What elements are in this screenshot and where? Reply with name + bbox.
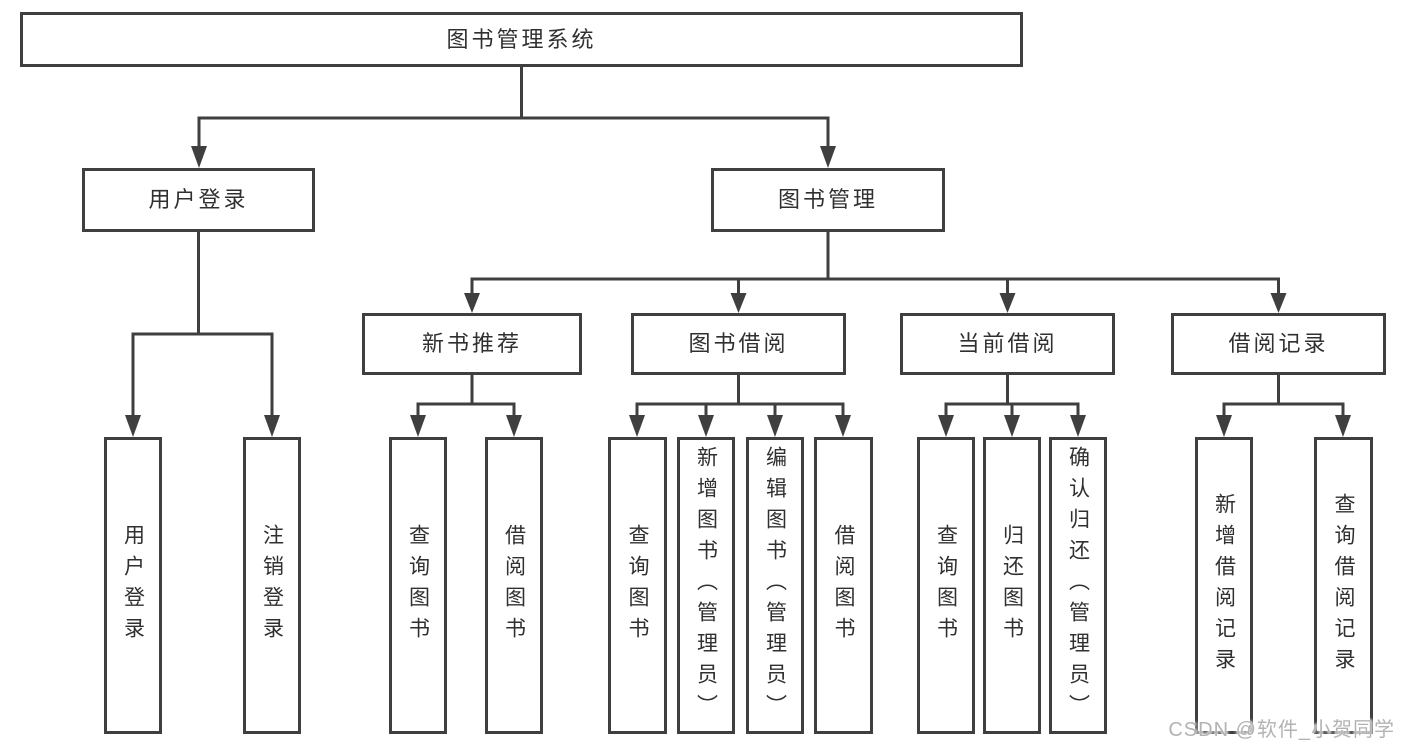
node-label: 注销登录 [260, 523, 284, 648]
leaf-borrow-edit-book-admin: 编辑图书（管理员） [746, 437, 804, 734]
node-label: 查询借阅记录 [1332, 492, 1355, 679]
node-label: 确认归还（管理员） [1066, 446, 1090, 725]
node-label: 归还图书 [1000, 523, 1024, 648]
leaf-current-confirm-return-admin: 确认归还（管理员） [1049, 437, 1107, 734]
node-root: 图书管理系统 [20, 12, 1023, 67]
node-label: 当前借阅 [957, 331, 1058, 356]
node-label: 借阅记录 [1228, 331, 1329, 356]
node-label: 查询图书 [934, 523, 958, 648]
leaf-current-query-book: 查询图书 [917, 437, 975, 734]
leaf-borrow-borrow-book: 借阅图书 [814, 437, 873, 734]
csdn-watermark: CSDN @软件_小贺同学 [1168, 719, 1395, 741]
leaf-borrow-add-book-admin: 新增图书（管理员） [677, 437, 735, 734]
node-user-login: 用户登录 [82, 168, 315, 232]
node-book-management: 图书管理 [711, 168, 945, 232]
node-label: 编辑图书（管理员） [763, 446, 787, 725]
node-label: 图书管理系统 [446, 26, 597, 52]
leaf-records-add-record: 新增借阅记录 [1195, 437, 1253, 734]
node-label: 新增借阅记录 [1212, 492, 1236, 679]
node-label: 图书管理 [777, 187, 878, 212]
node-label: 新书推荐 [421, 331, 522, 356]
node-label: 借阅图书 [502, 523, 526, 648]
leaf-logout: 注销登录 [243, 437, 301, 734]
leaf-recommend-query-book: 查询图书 [389, 437, 447, 734]
node-label: 用户登录 [148, 187, 249, 212]
leaf-recommend-borrow-book: 借阅图书 [485, 437, 543, 734]
node-label: 查询图书 [626, 523, 649, 648]
node-label: 查询图书 [406, 523, 430, 648]
node-borrow-records: 借阅记录 [1171, 313, 1386, 375]
node-label: 借阅图书 [832, 523, 855, 648]
leaf-borrow-query-book: 查询图书 [608, 437, 667, 734]
node-label: 用户登录 [121, 523, 145, 648]
node-new-book-recommend: 新书推荐 [362, 313, 582, 375]
node-book-borrow: 图书借阅 [631, 313, 846, 375]
leaf-current-return-book: 归还图书 [983, 437, 1041, 734]
node-current-borrow: 当前借阅 [900, 313, 1115, 375]
node-label: 新增图书（管理员） [694, 446, 718, 725]
leaf-user-login: 用户登录 [104, 437, 162, 734]
node-label: 图书借阅 [688, 331, 789, 356]
leaf-records-query-record: 查询借阅记录 [1314, 437, 1373, 734]
